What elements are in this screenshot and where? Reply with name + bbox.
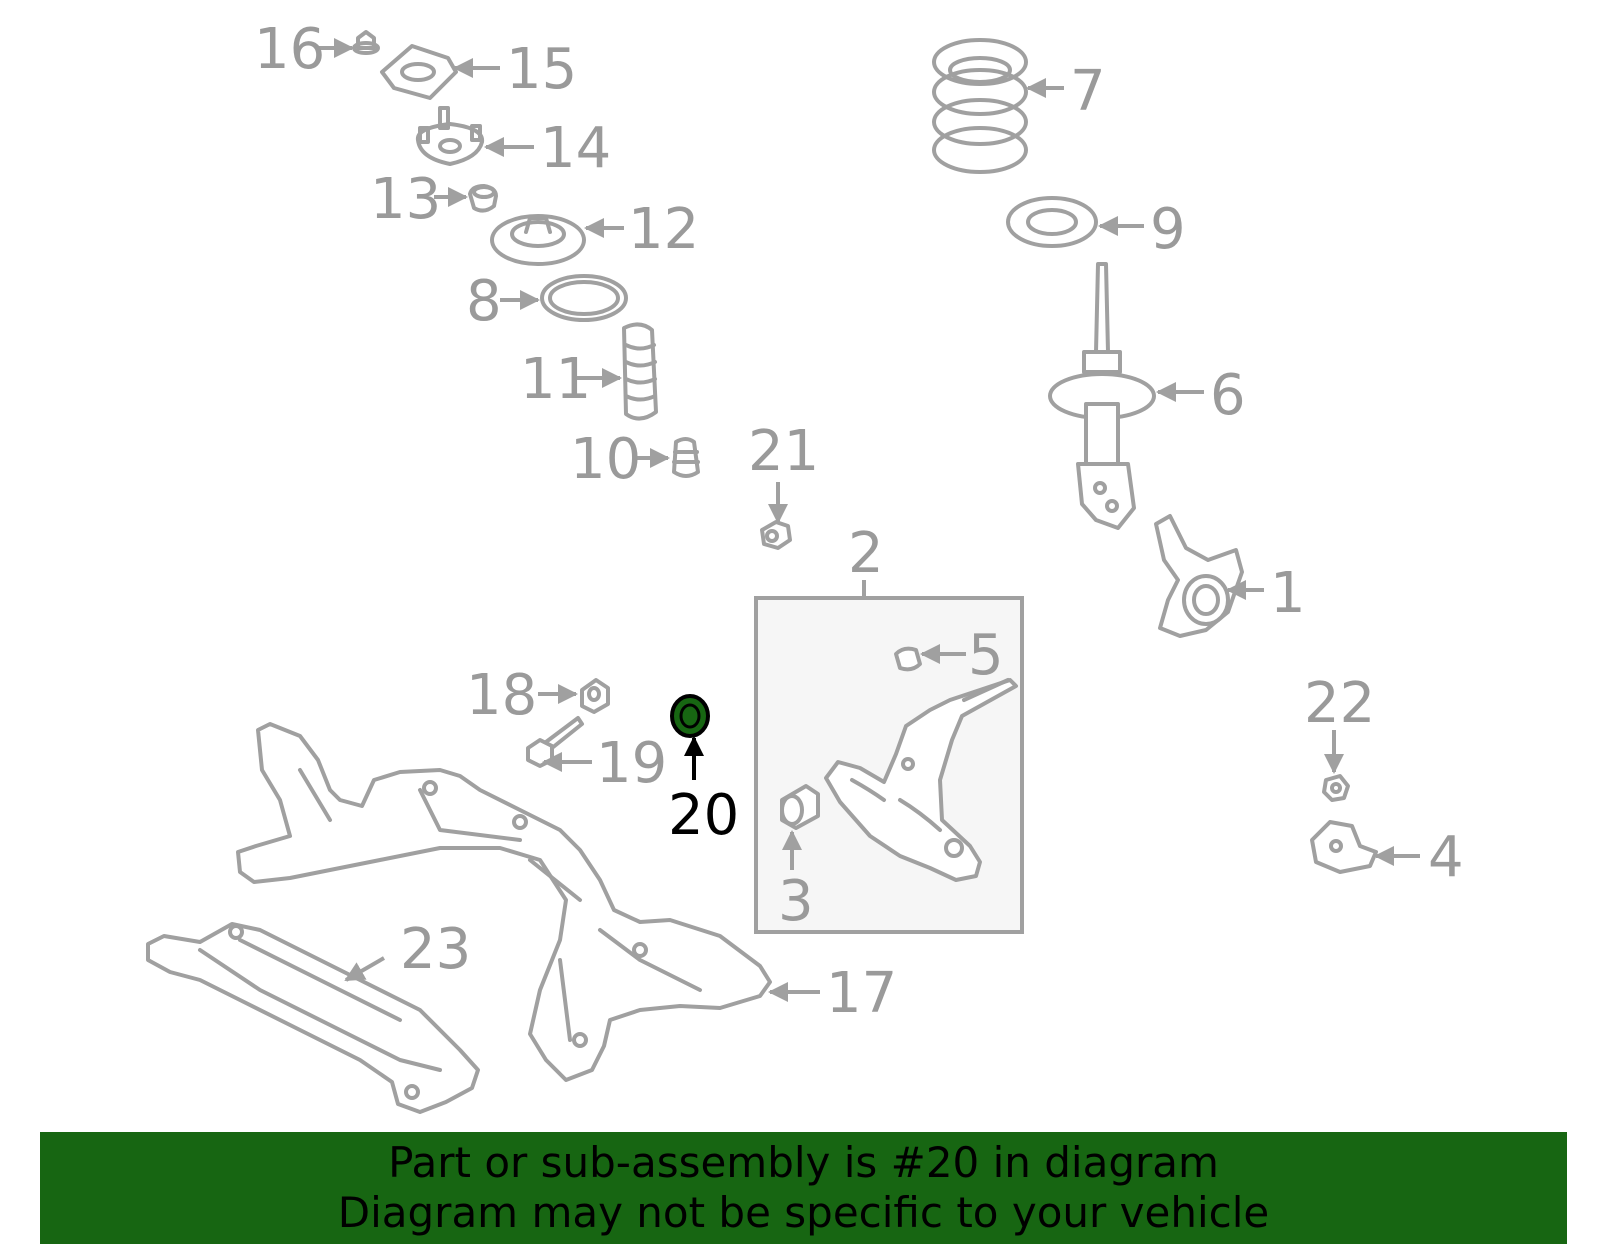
label-14: 14 (540, 116, 611, 181)
part-22-nut[interactable] (1322, 774, 1350, 802)
banner-line-2: Diagram may not be specific to your vehi… (337, 1188, 1270, 1237)
part-3-bushing[interactable] (780, 784, 820, 830)
label-20: 20 (668, 783, 739, 848)
part-20-bushing-highlighted[interactable] (670, 694, 710, 738)
part-1-knuckle[interactable] (1154, 514, 1244, 638)
part-21-bushing[interactable] (760, 520, 792, 550)
part-15-plate[interactable] (380, 44, 458, 100)
part-12-upper-seat[interactable] (490, 214, 586, 266)
label-17: 17 (826, 961, 897, 1026)
label-10: 10 (570, 427, 641, 492)
part-10-bump-stop[interactable] (672, 437, 700, 478)
part-9-spring-seat[interactable] (1006, 196, 1098, 248)
part-5-ball-joint-cap[interactable] (894, 646, 922, 672)
label-11: 11 (520, 347, 591, 412)
label-19: 19 (596, 731, 667, 796)
label-2: 2 (848, 521, 884, 586)
part-4-mount[interactable] (1310, 820, 1378, 874)
label-18: 18 (466, 663, 537, 728)
part-14-strut-mount[interactable] (415, 106, 485, 166)
banner-line-1: Part or sub-assembly is #20 in diagram (388, 1138, 1219, 1187)
label-22: 22 (1304, 671, 1375, 736)
info-banner: Part or sub-assembly is #20 in diagram D… (40, 1132, 1567, 1244)
part-16-nut[interactable] (352, 30, 380, 55)
label-23: 23 (400, 917, 471, 982)
part-11-dust-boot[interactable] (622, 322, 658, 421)
part-6-strut[interactable] (1048, 262, 1156, 530)
label-8: 8 (466, 269, 502, 334)
label-1: 1 (1270, 561, 1306, 626)
label-5: 5 (968, 623, 1004, 688)
label-21: 21 (748, 419, 819, 484)
part-8-ring[interactable] (540, 274, 628, 322)
part-23-crossmember[interactable] (146, 922, 480, 1114)
label-4: 4 (1428, 825, 1464, 890)
label-13: 13 (370, 167, 441, 232)
part-2-lower-arm[interactable] (824, 678, 1018, 882)
part-7-coil-spring[interactable] (932, 38, 1028, 174)
label-6: 6 (1210, 363, 1246, 428)
label-9: 9 (1150, 197, 1186, 262)
part-13-bushing[interactable] (468, 184, 498, 213)
label-16: 16 (254, 17, 325, 82)
label-15: 15 (506, 37, 577, 102)
part-18-bushing[interactable] (580, 678, 610, 714)
label-3: 3 (778, 869, 814, 934)
part-17-subframe[interactable] (236, 722, 772, 1082)
label-7: 7 (1070, 59, 1106, 124)
label-12: 12 (628, 197, 699, 262)
